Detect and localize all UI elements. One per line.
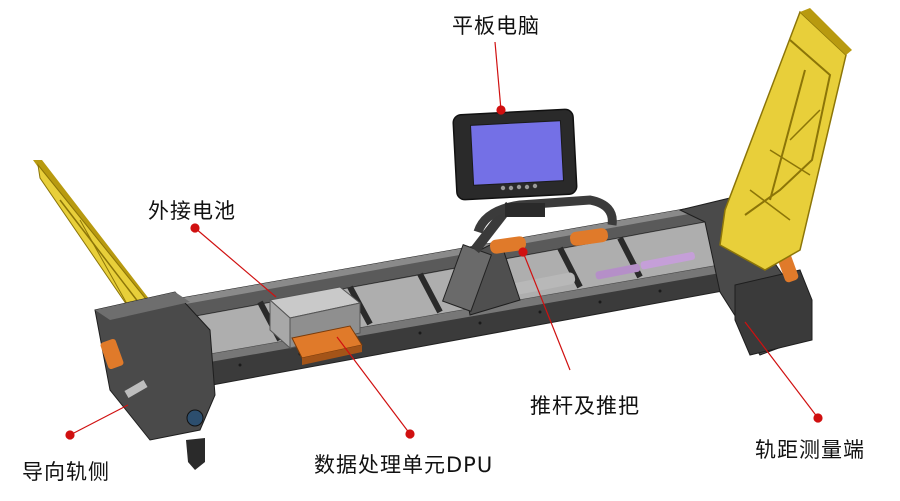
leader-gauge-end-dot <box>813 413 823 423</box>
leader-guide-side-dot <box>65 430 75 440</box>
leader-gauge-end <box>744 321 819 419</box>
right-guide-plate <box>719 8 852 271</box>
label-tablet: 平板电脑 <box>452 14 540 38</box>
leader-lines <box>65 41 823 440</box>
left-end-block <box>94 291 216 470</box>
leader-dpu-dot <box>405 429 415 439</box>
leader-tablet-dot <box>496 105 506 115</box>
label-gauge-end: 轨距测量端 <box>755 438 865 462</box>
leader-dpu <box>336 336 411 435</box>
label-guide-side: 导向轨侧 <box>22 460 110 484</box>
label-battery: 外接电池 <box>148 199 236 223</box>
label-push-rod: 推杆及推把 <box>530 394 640 418</box>
leader-push-rod-dot <box>518 247 528 257</box>
leader-push-rod <box>522 251 571 371</box>
push-rod-assembly <box>442 195 617 316</box>
leader-tablet <box>494 41 502 111</box>
leader-guide-side <box>69 404 129 436</box>
leader-battery <box>194 227 277 298</box>
leader-battery-dot <box>190 223 200 233</box>
label-dpu: 数据处理单元DPU <box>314 453 494 477</box>
tablet <box>452 108 578 201</box>
